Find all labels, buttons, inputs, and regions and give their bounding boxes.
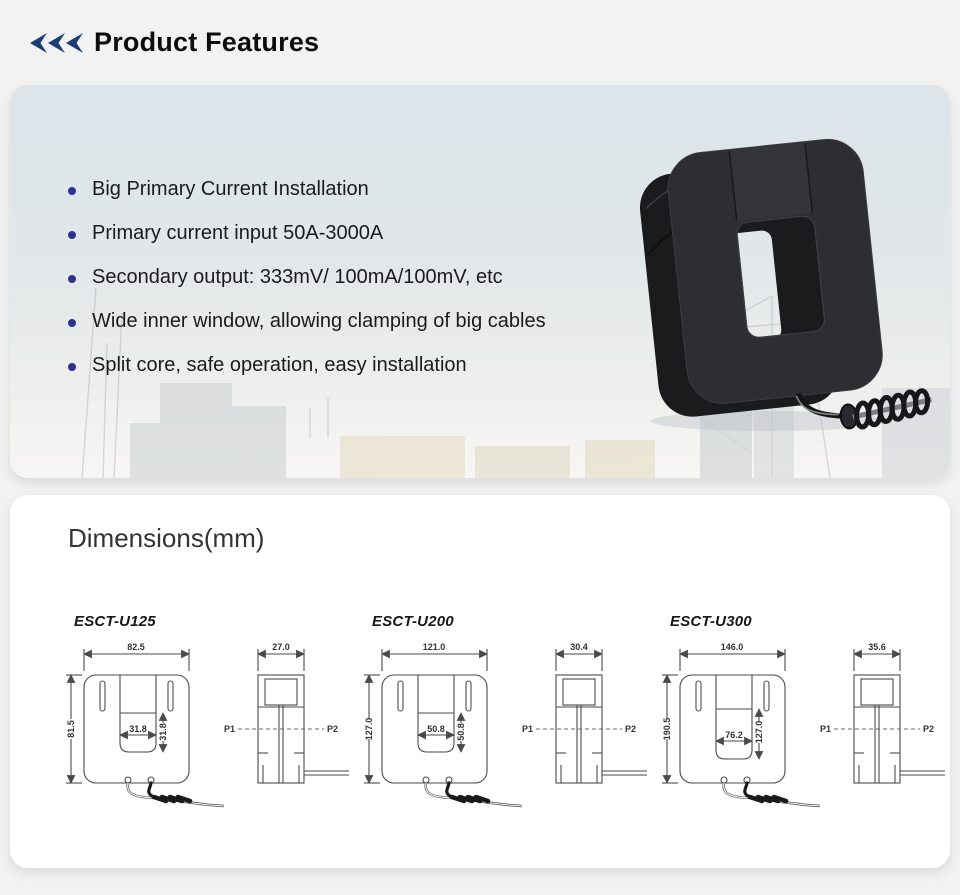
construction-site-background-image	[81, 288, 950, 478]
front-height-label: 81.5	[66, 720, 76, 738]
bullet-dot-icon	[68, 275, 76, 283]
page-title: Product Features	[94, 27, 320, 57]
front-view-drawing	[66, 649, 190, 784]
front-view-drawing	[364, 649, 488, 784]
window-height-label: 50.8	[456, 723, 466, 741]
p1-label: P1	[522, 724, 533, 734]
dimension-drawing-esct-u300: ESCT-U300	[658, 613, 950, 809]
list-item: Secondary output: 333mV/ 100mA/100mV, et…	[68, 267, 668, 288]
p1-label: P1	[224, 724, 235, 734]
side-view-drawing	[257, 649, 349, 784]
triple-left-arrow-icon	[30, 32, 83, 53]
window-width-label: 50.8	[427, 724, 445, 734]
feature-text: Secondary output: 333mV/ 100mA/100mV, et…	[92, 266, 503, 288]
list-item: Primary current input 50A-3000A	[68, 223, 668, 244]
front-height-label: 127.0	[364, 718, 374, 741]
side-view-drawing	[555, 649, 647, 784]
front-height-label: 190.5	[662, 718, 672, 741]
front-width-label: 82.5	[127, 642, 145, 652]
dimension-drawings: ESCT-U125	[62, 613, 950, 809]
front-width-label: 146.0	[721, 642, 744, 652]
model-name-label: ESCT-U125	[74, 613, 156, 630]
product-photo-split-core-ct	[639, 138, 932, 431]
dimension-drawing-esct-u125: ESCT-U125	[62, 613, 354, 809]
side-depth-label: 35.6	[868, 642, 886, 652]
dimensions-title: Dimensions(mm)	[68, 523, 265, 553]
side-depth-label: 30.4	[570, 642, 588, 652]
window-width-label: 76.2	[725, 730, 743, 740]
window-width-label: 31.8	[129, 724, 147, 734]
features-card: Big Primary Current Installation Primary…	[10, 85, 950, 478]
bullet-dot-icon	[68, 363, 76, 371]
p2-label: P2	[625, 724, 636, 734]
front-width-label: 121.0	[423, 642, 446, 652]
bullet-dot-icon	[68, 231, 76, 239]
dimensions-card: Dimensions(mm) ESCT-U125	[10, 495, 950, 868]
p2-label: P2	[923, 724, 934, 734]
window-height-label: 127.0	[754, 721, 764, 744]
model-name-label: ESCT-U300	[670, 613, 752, 630]
list-item: Wide inner window, allowing clamping of …	[68, 311, 668, 332]
dimension-drawing-esct-u200: ESCT-U200	[360, 613, 652, 809]
window-height-label: 31.8	[158, 723, 168, 741]
side-depth-label: 27.0	[272, 642, 290, 652]
feature-text: Primary current input 50A-3000A	[92, 222, 384, 244]
feature-list: Big Primary Current Installation Primary…	[68, 179, 668, 399]
side-view-drawing	[853, 649, 945, 784]
feature-text: Big Primary Current Installation	[92, 178, 369, 200]
feature-text: Split core, safe operation, easy install…	[92, 354, 467, 376]
bullet-dot-icon	[68, 319, 76, 327]
model-name-label: ESCT-U200	[372, 613, 454, 630]
p1-label: P1	[820, 724, 831, 734]
bullet-dot-icon	[68, 187, 76, 195]
page-header: Product Features	[30, 27, 319, 58]
front-view-drawing	[662, 649, 786, 784]
list-item: Big Primary Current Installation	[68, 179, 668, 200]
list-item: Split core, safe operation, easy install…	[68, 355, 668, 376]
feature-text: Wide inner window, allowing clamping of …	[92, 310, 546, 332]
p2-label: P2	[327, 724, 338, 734]
